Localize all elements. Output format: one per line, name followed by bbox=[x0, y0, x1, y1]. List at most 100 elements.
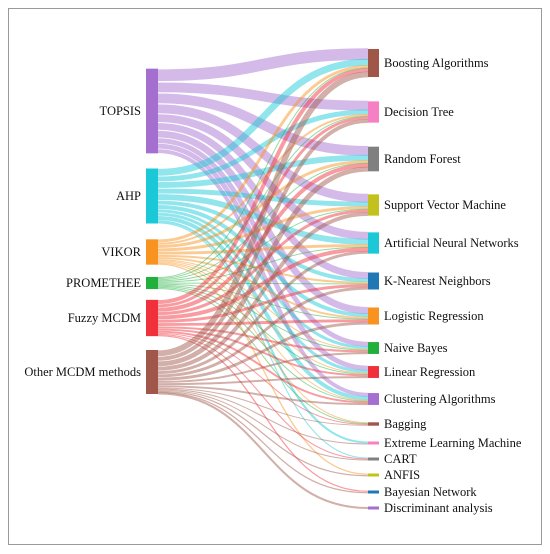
link-promethee-to-clustering-algorithms bbox=[157, 286, 369, 402]
link-ahp-to-support-vector-machine bbox=[157, 188, 369, 207]
link-topsis-to-decision-tree bbox=[157, 82, 369, 111]
target-label-bayesian-network: Bayesian Network bbox=[384, 485, 477, 499]
link-promethee-to-support-vector-machine bbox=[157, 208, 369, 282]
link-fuzzy-mcdm-to-support-vector-machine bbox=[157, 209, 369, 316]
link-ahp-to-linear-regression bbox=[157, 212, 369, 374]
target-label-random-forest: Random Forest bbox=[384, 152, 461, 166]
target-label-cart: CART bbox=[384, 452, 417, 466]
nodes-layer bbox=[146, 48, 379, 510]
target-node-extreme-learning-machine[interactable] bbox=[368, 441, 379, 445]
source-node-vikor[interactable] bbox=[146, 239, 158, 265]
links-layer bbox=[157, 48, 369, 510]
link-other-mcdm-methods-to-random-forest bbox=[157, 166, 369, 367]
target-node-bayesian-network[interactable] bbox=[368, 490, 379, 494]
link-fuzzy-mcdm-to-decision-tree bbox=[157, 116, 369, 308]
link-fuzzy-mcdm-to-bayesian-network bbox=[157, 334, 369, 492]
link-other-mcdm-methods-to-anfis bbox=[157, 390, 369, 477]
source-label-fuzzy-mcdm: Fuzzy MCDM bbox=[68, 311, 141, 325]
source-node-promethee[interactable] bbox=[146, 276, 158, 290]
link-topsis-to-naive-bayes bbox=[157, 138, 369, 347]
link-vikor-to-clustering-algorithms bbox=[157, 261, 369, 401]
link-topsis-to-support-vector-machine bbox=[157, 104, 369, 203]
source-label-vikor: VIKOR bbox=[101, 245, 141, 259]
link-vikor-to-logistic-regression bbox=[157, 257, 369, 319]
link-vikor-to-boosting-algorithms bbox=[157, 64, 369, 243]
link-ahp-to-boosting-algorithms bbox=[157, 58, 369, 176]
source-node-topsis[interactable] bbox=[146, 68, 158, 154]
link-other-mcdm-methods-to-logistic-regression bbox=[157, 321, 369, 381]
source-node-ahp[interactable] bbox=[146, 168, 158, 224]
link-promethee-to-bagging bbox=[157, 288, 369, 425]
target-node-clustering-algorithms[interactable] bbox=[368, 393, 379, 405]
target-label-decision-tree: Decision Tree bbox=[384, 105, 454, 119]
target-node-naive-bayes[interactable] bbox=[368, 342, 379, 354]
target-node-cart[interactable] bbox=[368, 457, 379, 461]
target-node-logistic-regression[interactable] bbox=[368, 307, 379, 325]
link-fuzzy-mcdm-to-linear-regression bbox=[157, 328, 369, 377]
link-fuzzy-mcdm-to-clustering-algorithms bbox=[157, 330, 369, 404]
link-promethee-to-decision-tree bbox=[157, 115, 369, 280]
target-label-naive-bayes: Naive Bayes bbox=[384, 341, 448, 355]
target-label-logistic-regression: Logistic Regression bbox=[384, 309, 484, 323]
link-fuzzy-mcdm-to-boosting-algorithms bbox=[157, 68, 369, 304]
link-other-mcdm-methods-to-bayesian-network bbox=[157, 391, 369, 494]
link-topsis-to-random-forest bbox=[157, 93, 369, 156]
link-vikor-to-artificial-neural-networks bbox=[157, 244, 369, 255]
link-other-mcdm-methods-to-artificial-neural-networks bbox=[157, 250, 369, 375]
link-vikor-to-naive-bayes bbox=[157, 259, 369, 350]
link-ahp-to-clustering-algorithms bbox=[157, 216, 369, 401]
link-vikor-to-k-nearest-neighbors bbox=[157, 254, 369, 284]
link-ahp-to-naive-bayes bbox=[157, 209, 369, 350]
source-node-other-mcdm-methods[interactable] bbox=[146, 350, 158, 394]
link-topsis-to-artificial-neural-networks bbox=[157, 114, 369, 240]
link-other-mcdm-methods-to-extreme-learning-machine bbox=[157, 388, 369, 445]
link-vikor-to-random-forest bbox=[157, 160, 369, 248]
link-topsis-to-k-nearest-neighbors bbox=[157, 122, 369, 279]
link-fuzzy-mcdm-to-cart bbox=[157, 333, 369, 460]
link-topsis-to-boosting-algorithms bbox=[157, 48, 369, 82]
link-fuzzy-mcdm-to-k-nearest-neighbors bbox=[157, 284, 369, 323]
link-ahp-to-logistic-regression bbox=[157, 205, 369, 318]
target-node-support-vector-machine[interactable] bbox=[368, 194, 379, 216]
link-ahp-to-artificial-neural-networks bbox=[157, 194, 369, 245]
source-label-topsis: TOPSIS bbox=[100, 104, 142, 118]
target-label-boosting-algorithms: Boosting Algorithms bbox=[384, 56, 489, 70]
target-node-discriminant-analysis[interactable] bbox=[368, 506, 379, 510]
link-vikor-to-support-vector-machine bbox=[157, 206, 369, 252]
target-node-decision-tree[interactable] bbox=[368, 101, 379, 123]
target-node-k-nearest-neighbors[interactable] bbox=[368, 272, 379, 290]
link-vikor-to-bagging bbox=[157, 262, 369, 424]
link-fuzzy-mcdm-to-naive-bayes bbox=[157, 326, 369, 353]
target-label-support-vector-machine: Support Vector Machine bbox=[384, 198, 506, 212]
link-topsis-to-linear-regression bbox=[157, 143, 369, 371]
target-node-bagging[interactable] bbox=[368, 422, 379, 426]
link-fuzzy-mcdm-to-artificial-neural-networks bbox=[157, 247, 369, 320]
source-node-fuzzy-mcdm[interactable] bbox=[146, 299, 158, 337]
link-ahp-to-cart bbox=[157, 222, 369, 459]
source-label-promethee: PROMETHEE bbox=[66, 276, 141, 290]
link-fuzzy-mcdm-to-bagging bbox=[157, 332, 369, 425]
link-fuzzy-mcdm-to-logistic-regression bbox=[157, 319, 369, 327]
link-topsis-to-logistic-regression bbox=[157, 130, 369, 314]
link-promethee-to-linear-regression bbox=[157, 285, 369, 375]
link-other-mcdm-methods-to-linear-regression bbox=[157, 376, 369, 386]
target-label-linear-regression: Linear Regression bbox=[384, 365, 476, 379]
target-label-anfis: ANFIS bbox=[384, 468, 420, 482]
target-label-k-nearest-neighbors: K-Nearest Neighbors bbox=[384, 274, 491, 288]
link-vikor-to-decision-tree bbox=[157, 114, 369, 245]
link-promethee-to-naive-bayes bbox=[157, 284, 369, 351]
link-other-mcdm-methods-to-support-vector-machine bbox=[157, 211, 369, 371]
link-other-mcdm-methods-to-naive-bayes bbox=[157, 352, 369, 383]
link-other-mcdm-methods-to-discriminant-analysis bbox=[157, 392, 369, 510]
target-node-boosting-algorithms[interactable] bbox=[368, 48, 379, 78]
target-node-artificial-neural-networks[interactable] bbox=[368, 232, 379, 254]
target-label-extreme-learning-machine: Extreme Learning Machine bbox=[384, 436, 522, 450]
link-fuzzy-mcdm-to-random-forest bbox=[157, 163, 369, 312]
target-node-anfis[interactable] bbox=[368, 473, 379, 477]
target-node-random-forest[interactable] bbox=[368, 146, 379, 172]
target-node-linear-regression[interactable] bbox=[368, 366, 379, 378]
link-other-mcdm-methods-to-k-nearest-neighbors bbox=[157, 286, 369, 378]
target-label-clustering-algorithms: Clustering Algorithms bbox=[384, 392, 496, 406]
target-label-artificial-neural-networks: Artificial Neural Networks bbox=[384, 236, 519, 250]
